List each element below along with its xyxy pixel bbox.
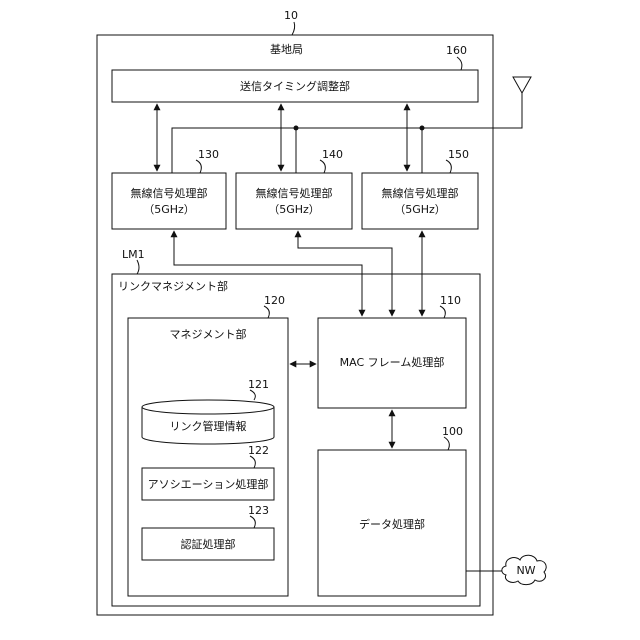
radio3-band: （5GHz） [362, 203, 478, 216]
leader-lm1 [137, 260, 139, 274]
leader-121 [250, 390, 255, 400]
data-label: データ処理部 [318, 518, 466, 531]
radio1-band: （5GHz） [112, 203, 226, 216]
ref-data: 100 [442, 425, 463, 438]
leader-160 [457, 57, 462, 70]
leader-110 [440, 306, 445, 318]
radio-box-140 [236, 173, 352, 229]
leader-120 [264, 306, 269, 318]
ref-radio2: 140 [322, 148, 343, 161]
leader-100 [444, 437, 449, 450]
antenna-bus [172, 93, 522, 173]
link-mgmt-label: リンクマネジメント部 [118, 280, 228, 293]
link-info-cylinder-top [142, 400, 274, 414]
ref-base-station: 10 [284, 9, 298, 22]
ref-link-mgmt: LM1 [122, 248, 145, 261]
mac-label: MAC フレーム処理部 [318, 356, 466, 369]
mgmt-label: マネジメント部 [128, 328, 288, 341]
leader-10 [292, 22, 295, 35]
radio-box-130 [112, 173, 226, 229]
leader-150 [446, 160, 451, 173]
ref-mac: 110 [440, 294, 461, 307]
radio2-band: （5GHz） [236, 203, 352, 216]
ref-timing: 160 [446, 44, 467, 57]
junction-dot-140 [294, 126, 299, 131]
ref-assoc: 122 [248, 444, 269, 457]
ref-radio3: 150 [448, 148, 469, 161]
antenna-icon [513, 77, 531, 93]
junction-dot-150 [420, 126, 425, 131]
radio1-label: 無線信号処理部 [112, 187, 226, 200]
ref-auth: 123 [248, 504, 269, 517]
ref-link-info: 121 [248, 378, 269, 391]
ref-radio1: 130 [198, 148, 219, 161]
link-info-label: リンク管理情報 [142, 420, 274, 433]
leader-140 [320, 160, 325, 173]
leader-130 [196, 160, 201, 173]
mgmt-box [128, 318, 288, 596]
ref-mgmt: 120 [264, 294, 285, 307]
assoc-label: アソシエーション処理部 [142, 478, 274, 491]
radio-box-150 [362, 173, 478, 229]
timing-label: 送信タイミング調整部 [112, 80, 478, 93]
radio3-label: 無線信号処理部 [362, 187, 478, 200]
radio2-label: 無線信号処理部 [236, 187, 352, 200]
leader-123 [250, 516, 255, 528]
leader-122 [250, 456, 255, 468]
network-label: NW [505, 564, 547, 577]
base-station-label: 基地局 [270, 43, 303, 56]
auth-label: 認証処理部 [142, 538, 274, 551]
link-mgmt-box [112, 274, 480, 606]
